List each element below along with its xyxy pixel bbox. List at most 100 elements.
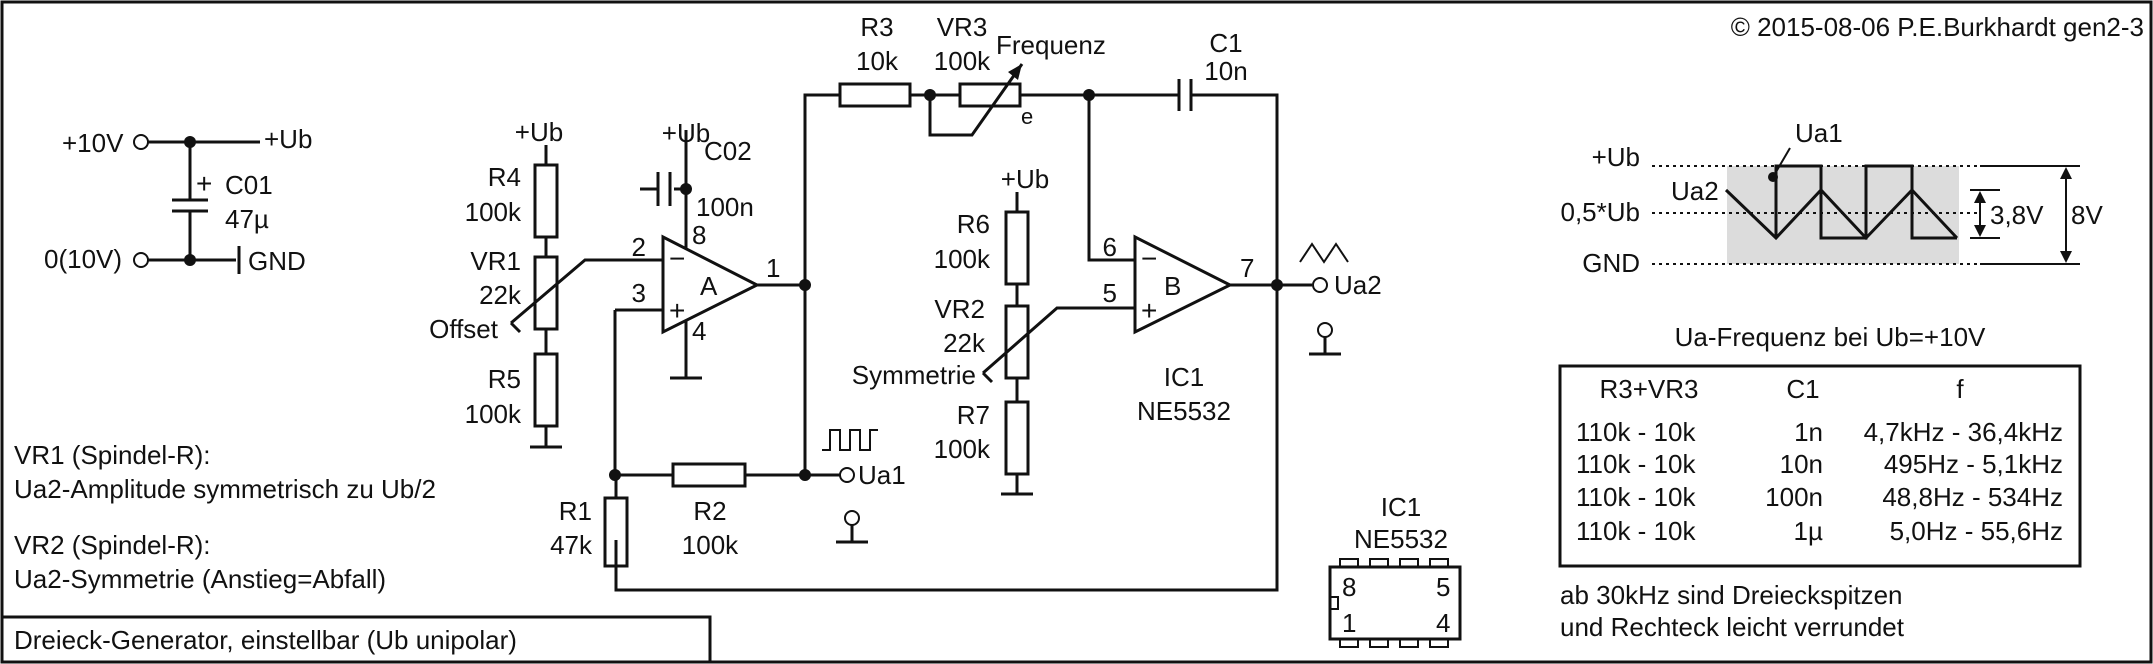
ic1-type: NE5532: [1137, 396, 1231, 426]
r3-value: 10k: [856, 46, 899, 76]
wave-ua2: Ua2: [1671, 176, 1719, 206]
vr2-symmetrie-label: Symmetrie: [852, 360, 976, 390]
r1-name: R1: [559, 496, 592, 526]
th-f: f: [1956, 374, 1964, 404]
r7-name: R7: [957, 400, 990, 430]
opamp-a-ub: +Ub: [662, 118, 710, 148]
title-text: Dreieck-Generator, einstellbar (Ub unipo…: [14, 625, 517, 655]
opamp-a-name: A: [700, 271, 718, 301]
cell-c: 1n: [1794, 417, 1823, 447]
rounding-note-2: und Rechteck leicht verrundet: [1560, 612, 1905, 642]
r2-resistor: [671, 462, 747, 488]
supply-section: +10V +Ub 0(10V) GND + C01 47µ: [44, 124, 312, 276]
opamp-b-name: B: [1164, 271, 1181, 301]
cell-c: 10n: [1780, 449, 1823, 479]
vr2-wiper: [982, 306, 1135, 375]
plus-ub-label: +Ub: [264, 124, 312, 154]
pin-b-out: 7: [1240, 253, 1254, 283]
pin-a-inv: 2: [632, 232, 646, 262]
r2-value: 100k: [682, 530, 739, 560]
r4-resistor: [533, 163, 559, 239]
vr1-name: VR1: [470, 246, 521, 276]
opamp-a-plus: +: [669, 295, 685, 326]
c02-value: 100n: [696, 192, 754, 222]
r6-ub: +Ub: [1001, 164, 1049, 194]
package-pin5: 5: [1436, 572, 1450, 602]
vr2-note-title: VR2 (Spindel-R):: [14, 530, 211, 560]
r4-ub: +Ub: [515, 117, 563, 147]
vr1-note-title: VR1 (Spindel-R):: [14, 440, 211, 470]
vr1-note-text: Ua2-Amplitude symmetrisch zu Ub/2: [14, 474, 436, 504]
r5-resistor: [533, 352, 559, 428]
vr2-name: VR2: [934, 294, 985, 324]
r3-name: R3: [860, 12, 893, 42]
r4-name: R4: [488, 162, 521, 192]
amp-big-label: 8V: [2071, 200, 2103, 230]
table-row: 110k - 10k 1µ 5,0Hz - 55,6Hz: [1576, 516, 2063, 546]
c01-name: C01: [225, 170, 273, 200]
cell-f: 4,7kHz - 36,4kHz: [1864, 417, 2063, 447]
pin-a-vcc: 8: [692, 220, 706, 250]
r5-name: R5: [488, 364, 521, 394]
opamp-a-minus: −: [669, 243, 685, 274]
cell-r: 110k - 10k: [1576, 482, 1696, 512]
cell-f: 5,0Hz - 55,6Hz: [1890, 516, 2063, 546]
package-pin8: 8: [1342, 572, 1356, 602]
rounding-note-1: ab 30kHz sind Dreieckspitzen: [1560, 580, 1903, 610]
ua2-label: Ua2: [1334, 270, 1382, 300]
ua2-triangle: [1724, 187, 1959, 241]
wave-gnd: GND: [1582, 248, 1640, 278]
cell-r: 110k - 10k: [1576, 449, 1696, 479]
cell-r: 110k - 10k: [1576, 417, 1696, 447]
package-name: IC1: [1381, 492, 1421, 522]
pin-a-out: 1: [766, 253, 780, 283]
vr3-frequenz-label: Frequenz: [996, 30, 1106, 60]
triangle-wave-icon: [1299, 242, 1349, 264]
c1-name: C1: [1209, 28, 1242, 58]
pin-b-inv: 6: [1103, 232, 1117, 262]
cell-f: 48,8Hz - 534Hz: [1882, 482, 2063, 512]
title-box: [2, 615, 712, 662]
vr2-note-text: Ua2-Symmetrie (Anstieg=Abfall): [14, 564, 386, 594]
vr1-wiper: [510, 258, 635, 325]
r5-value: 100k: [465, 399, 522, 429]
amp-small-label: 3,8V: [1990, 200, 2044, 230]
r3-resistor: [838, 82, 912, 108]
pin-a-noninv: 3: [632, 278, 646, 308]
cell-c: 1µ: [1794, 516, 1823, 546]
pin-a-gnd: 4: [692, 316, 706, 346]
gnd-label: GND: [248, 246, 306, 276]
cell-r: 110k - 10k: [1576, 516, 1696, 546]
r6-resistor: [1004, 210, 1030, 286]
freq-table-frame: [1558, 364, 2082, 568]
vr3-wiper-label: e: [1021, 104, 1033, 129]
plus10v-label: +10V: [62, 128, 124, 158]
ic1-name: IC1: [1164, 362, 1204, 392]
c01-value: 47µ: [225, 204, 269, 234]
freq-table: Ua-Frequenz bei Ub=+10V R3+VR3 C1 f 110k…: [1558, 322, 2082, 642]
opamp-b-plus: +: [1141, 295, 1157, 326]
ua1-label: Ua1: [858, 460, 906, 490]
r2-name: R2: [693, 496, 726, 526]
pin-b-noninv: 5: [1103, 278, 1117, 308]
zero-label: 0(10V): [44, 244, 122, 274]
wave-plus-ub: +Ub: [1592, 142, 1640, 172]
r7-value: 100k: [934, 434, 991, 464]
vr2-value: 22k: [943, 328, 986, 358]
notes: VR1 (Spindel-R): Ua2-Amplitude symmetris…: [14, 440, 436, 594]
package-pin1: 1: [1342, 608, 1356, 638]
table-row: 110k - 10k 1n 4,7kHz - 36,4kHz: [1576, 417, 2063, 447]
vr3-wiper: [928, 63, 1024, 137]
vr3-value: 100k: [934, 46, 991, 76]
wave-ua1: Ua1: [1795, 118, 1843, 148]
ic-package: IC1 NE5532 8 5 1 4: [1328, 492, 1462, 648]
vr3-pot: [958, 82, 1022, 108]
cell-c: 100n: [1765, 482, 1823, 512]
package-pin4: 4: [1436, 608, 1450, 638]
package-type: NE5532: [1354, 524, 1448, 554]
opamp-b-minus: −: [1141, 243, 1157, 274]
r4-value: 100k: [465, 197, 522, 227]
